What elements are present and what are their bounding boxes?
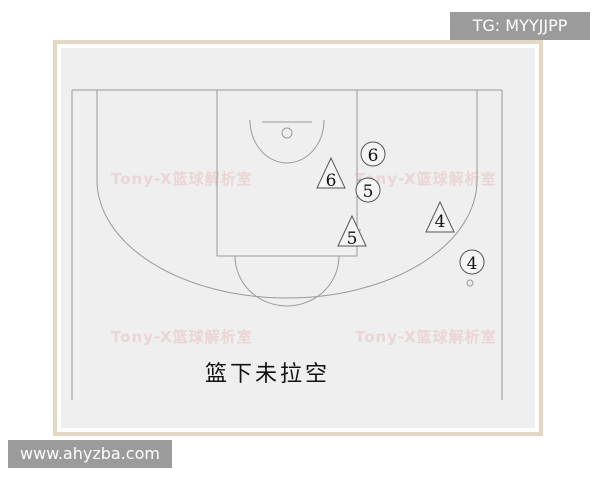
defender-marker (316, 156, 346, 189)
watermark: Tony-X篮球解析室 (355, 170, 497, 188)
watermark: Tony-X篮球解析室 (111, 170, 253, 188)
offense-label: 6 (368, 146, 379, 166)
defender-marker (337, 214, 367, 247)
court-board (61, 48, 535, 428)
three-point-arc (96, 179, 478, 299)
site-watermark-tag: www.ahyzba.com (8, 440, 172, 468)
defender-label: 4 (435, 212, 446, 232)
defender-label: 6 (326, 171, 337, 191)
watermark: Tony-X篮球解析室 (111, 328, 253, 346)
offense-label: 4 (467, 254, 478, 274)
rim (281, 127, 293, 139)
defender-label: 5 (347, 229, 358, 249)
watermark: Tony-X篮球解析室 (355, 328, 497, 346)
offense-marker (355, 177, 381, 203)
offense-marker (459, 249, 485, 275)
offense-marker (360, 141, 386, 167)
restricted-arc (249, 119, 325, 164)
telegram-watermark-tag: TG: MYYJJPP (450, 12, 590, 40)
offense-label: 5 (363, 182, 374, 202)
ball-marker (466, 279, 474, 287)
paint (216, 89, 358, 257)
diagram-frame (53, 40, 543, 436)
defender-marker (425, 200, 455, 233)
court-diagram: Tony-X篮球解析室 Tony-X篮球解析室 Tony-X篮球解析室 Tony… (71, 89, 503, 400)
free-throw-arc (234, 255, 340, 307)
diagram-caption: 篮下未拉空 (205, 362, 331, 387)
